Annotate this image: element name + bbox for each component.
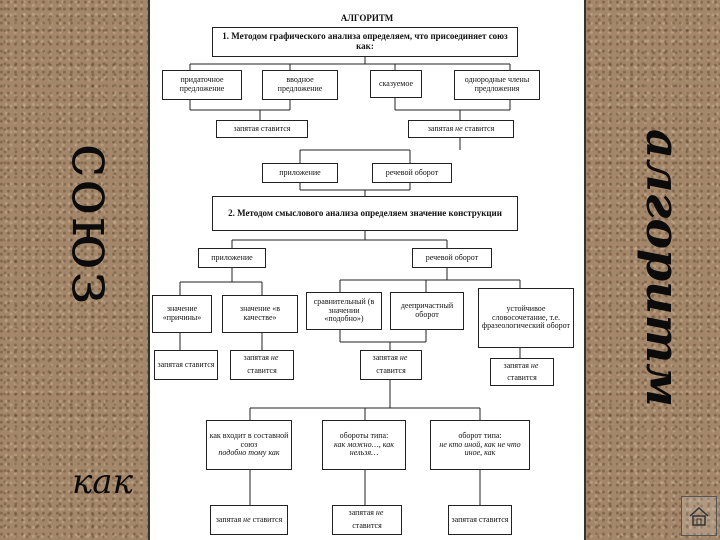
- diagram-header: АЛГОРИТМ: [340, 13, 394, 23]
- box-introductory-clause: вводное предложение: [262, 70, 338, 100]
- box-turn-none-other: оборот типа: не кто иной, как не что ино…: [430, 420, 530, 470]
- step1-box: 1. Методом графического анализа определя…: [212, 27, 518, 57]
- comma-set-text-2: запятая ставится: [157, 359, 215, 369]
- comma-not-3-not: не: [399, 353, 408, 363]
- side-subtitle-kak: как: [72, 462, 133, 502]
- box-idiom: устойчивое словосочетание, т.е. фразеоло…: [478, 288, 574, 348]
- comma-not-3-prefix: запятая: [372, 353, 398, 363]
- step2-box: 2. Методом смыслового анализа определяем…: [212, 196, 518, 231]
- box-participial-text: деепричастный оборот: [400, 301, 454, 319]
- comma-not-box-1: запятая не ставится: [408, 120, 514, 138]
- box-introductory-clause-text: вводное предложение: [277, 75, 323, 93]
- algorithm-diagram: АЛГОРИТМ 1. Методом графического анализа…: [148, 0, 586, 540]
- box-compound-union-text: как входит в составной союз: [209, 430, 289, 449]
- box-speech-turn-2-text: речевой оборот: [425, 252, 479, 262]
- home-button[interactable]: [681, 496, 717, 536]
- connector-lines: [179, 56, 521, 505]
- comma-not-1-not: не: [455, 123, 463, 133]
- box-turns-type: обороты типа: как можно…, как нельзя…: [322, 420, 406, 470]
- comma-not-6-suffix: ставится: [352, 521, 382, 531]
- comma-not-box-3: запятая не ставится: [360, 350, 422, 380]
- box-turn-none-other-italic: не кто иной, как не что иное, как: [439, 439, 521, 458]
- box-apposition-1-text: приложение: [279, 167, 321, 177]
- comma-not-2-suffix: ставится: [247, 366, 277, 376]
- box-subordinate-clause-text: придаточное предложение: [179, 75, 225, 93]
- comma-not-3-suffix: ставится: [376, 366, 406, 376]
- comma-not-6-prefix: запятая: [348, 508, 374, 518]
- comma-set-text-1: запятая ставится: [233, 123, 291, 133]
- box-apposition-1: приложение: [262, 163, 338, 183]
- box-homogeneous-members-text: однородные члены предложения: [464, 75, 530, 93]
- box-compound-union-italic: подобно тому как: [218, 448, 280, 458]
- comma-not-box-4: запятая не ставится: [490, 358, 554, 386]
- box-comparative-text: сравнительный (в значении «подобно»): [313, 296, 375, 324]
- box-compound-union: как входит в составной союз подобно тому…: [206, 420, 292, 470]
- comma-not-5-suffix: ставится: [252, 514, 283, 524]
- box-speech-turn-2: речевой оборот: [412, 248, 492, 268]
- box-turns-type-text: обороты типа:: [339, 430, 389, 440]
- box-idiom-text: устойчивое словосочетание, т.е. фразеоло…: [481, 303, 571, 331]
- home-icon: [689, 506, 709, 526]
- comma-not-1-suffix: ставится: [464, 123, 495, 133]
- comma-not-box-5: запятая не ставится: [210, 505, 288, 535]
- side-title-algorithm: алгоритм: [636, 128, 690, 408]
- box-turns-type-italic: как можно…, как нельзя…: [334, 439, 394, 458]
- comma-set-box-2: запятая ставится: [154, 350, 218, 380]
- step2-text: 2. Методом смыслового анализа определяем…: [228, 207, 502, 218]
- comma-set-text-3: запятая ставится: [451, 514, 509, 524]
- box-apposition-2: приложение: [198, 248, 266, 268]
- box-meaning-cause-text: значение «причины»: [162, 304, 202, 322]
- comma-not-box-2: запятая не ставится: [230, 350, 294, 380]
- box-turn-none-other-text: оборот типа:: [458, 430, 502, 440]
- comma-not-6-not: не: [375, 508, 384, 518]
- box-subordinate-clause: придаточное предложение: [162, 70, 242, 100]
- step1-text: 1. Методом графического анализа определя…: [222, 31, 508, 51]
- comma-not-5-prefix: запятая: [215, 514, 242, 524]
- comma-set-box-1: запятая ставится: [216, 120, 308, 138]
- box-meaning-as: значение «в качестве»: [222, 295, 298, 333]
- box-predicate-text: сказуемое: [378, 78, 413, 88]
- box-speech-turn-1: речевой оборот: [372, 163, 452, 183]
- comma-not-4-not: не: [530, 360, 539, 370]
- box-homogeneous-members: однородные члены предложения: [454, 70, 540, 100]
- comma-not-box-6: запятая не ставится: [332, 505, 402, 535]
- comma-not-2-not: не: [270, 353, 279, 363]
- comma-not-1-prefix: запятая: [427, 123, 454, 133]
- box-predicate: сказуемое: [370, 70, 422, 98]
- comma-set-box-3: запятая ставится: [448, 505, 512, 535]
- box-meaning-as-text: значение «в качестве»: [239, 304, 281, 322]
- comma-not-4-suffix: ставится: [507, 372, 537, 382]
- box-speech-turn-1-text: речевой оборот: [385, 167, 439, 177]
- box-meaning-cause: значение «причины»: [152, 295, 212, 333]
- comma-not-5-not: не: [243, 514, 251, 524]
- box-participial: деепричастный оборот: [390, 292, 464, 330]
- box-apposition-2-text: приложение: [211, 252, 253, 262]
- side-title-union: союз: [58, 143, 128, 307]
- comma-not-2-prefix: запятая: [243, 353, 269, 363]
- comma-not-4-prefix: запятая: [503, 360, 529, 370]
- box-comparative: сравнительный (в значении «подобно»): [306, 292, 382, 330]
